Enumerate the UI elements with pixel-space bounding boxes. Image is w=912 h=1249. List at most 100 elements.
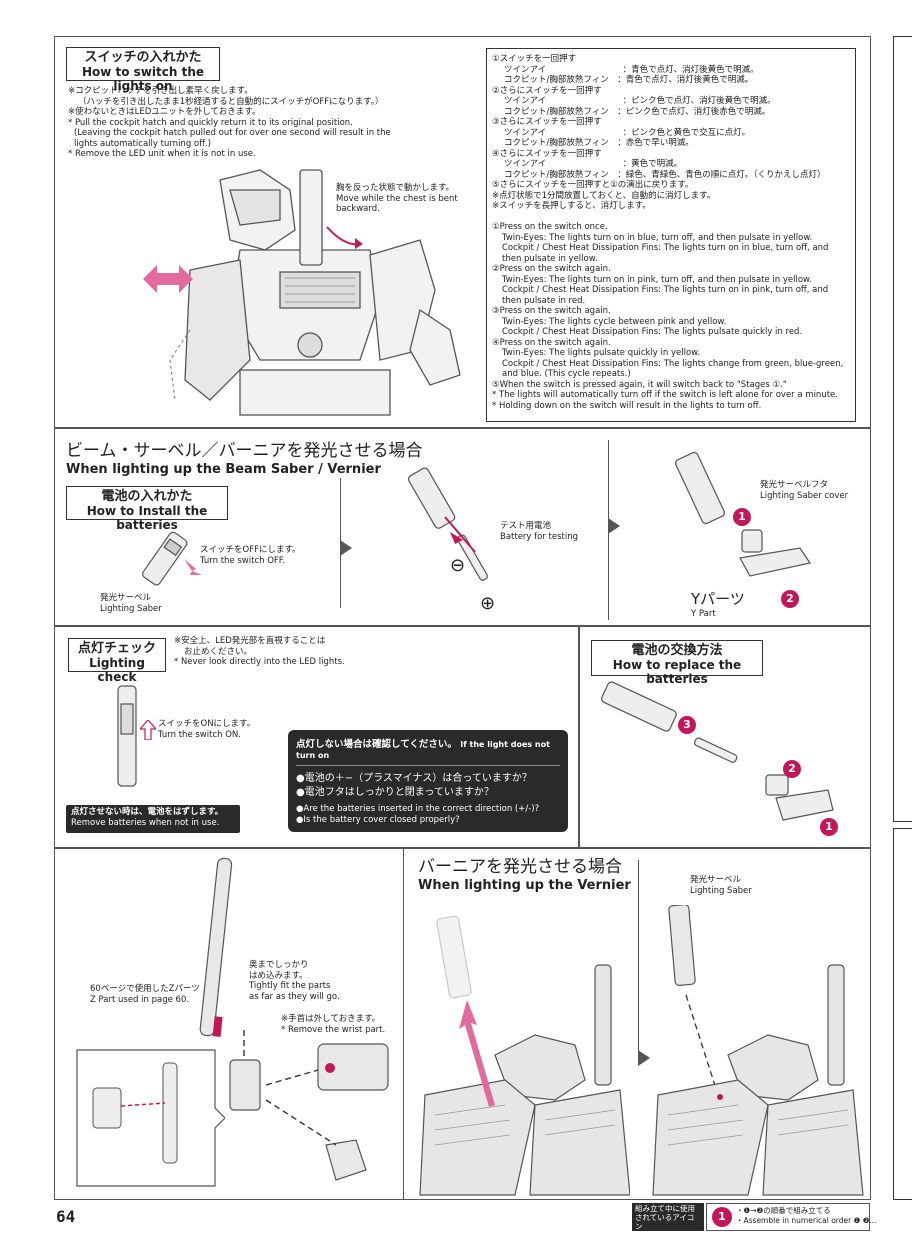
stage-line: then pulsate in yellow. — [502, 253, 598, 264]
stage-line: ②さらにスイッチを一回押す — [492, 85, 602, 96]
switch-up-arrow-icon — [140, 720, 156, 740]
cover-label: 発光サーベルフタ Lighting Saber cover — [760, 480, 860, 501]
switch-note: (Leaving the cockpit hatch pulled out fo… — [74, 128, 391, 138]
symbols-jp: されているアイコン — [635, 1213, 695, 1231]
stage-line: Twin-Eyes: The lights cycle between pink… — [502, 316, 727, 327]
beam-heading-en: When lighting up the Beam Saber / Vernie… — [66, 462, 381, 477]
zpart-label-jp: 60ページで使用したZパーツ — [90, 984, 200, 994]
gundam-chest-illustration — [169, 169, 461, 416]
switch-on-en: Turn the switch ON. — [158, 729, 241, 740]
cover-label-jp: 発光サーベルフタ — [760, 480, 829, 490]
stage-line: Cockpit / Chest Heat Dissipation Fins: T… — [502, 243, 829, 253]
stage-line: コクピット/胸部放熱フィン ：緑色、青緑色、青色の順に点灯。（くりかえし点灯） — [504, 169, 826, 180]
stages-jp: ①スイッチを一回押す ツインアイ ：青色で点灯、消灯後黄色で明滅。 コクピット/… — [492, 54, 854, 212]
beam-section — [54, 428, 871, 626]
symbols-jp: 組み立て中に使用 — [635, 1204, 695, 1213]
switch-off-en: Turn the switch OFF. — [200, 555, 286, 566]
wrist-note-en: * Remove the wrist part. — [281, 1024, 386, 1035]
vernier-saber-jp: 発光サーベル — [690, 875, 742, 885]
troubleshoot-item: ●電池フタはしっかりと閉まっていますか？ — [296, 787, 494, 798]
stage-line: ⑤When the switch is pressed again, it wi… — [492, 379, 787, 390]
switch-title-en: How to switch the lights on — [81, 65, 205, 93]
saber-label-en: Lighting Saber — [100, 603, 162, 614]
saber-cover-illustration — [675, 451, 811, 577]
vernier-heading-jp: バーニアを発光させる場合 — [418, 857, 622, 877]
replace-title-en: How to replace the batteries — [612, 658, 742, 686]
ypart-label-jp: Yパーツ — [691, 590, 745, 608]
next-page-edge — [893, 36, 912, 822]
saber-label: 発光サーベル Lighting Saber — [100, 593, 162, 614]
curved-arrow-icon — [326, 226, 363, 249]
stage-line: コクピット/胸部放熱フィン ：ピンク色で点灯、消灯後赤色で明滅。 — [504, 106, 771, 117]
lighting-saber-illustration — [142, 531, 188, 586]
replace-battery-illustration — [601, 681, 834, 821]
wrist-note: ※手首は外しておきます。 * Remove the wrist part. — [281, 1014, 385, 1035]
test-battery-jp: テスト用電池 — [500, 521, 552, 531]
saber-label-jp: 発光サーベル — [100, 593, 152, 603]
page-number: 64 — [56, 1207, 76, 1226]
check-title-box: 点灯チェック Lighting check — [68, 638, 166, 684]
vernier-saber-en: Lighting Saber — [690, 885, 752, 896]
stage-line: ツインアイ ：青色で点灯、消灯後黄色で明滅。 — [504, 64, 759, 75]
zpart-label-en: Z Part used in page 60. — [90, 994, 190, 1005]
beam-heading-jp: ビーム・サーベル／バーニアを発光させる場合 — [66, 441, 423, 461]
switch-notes: ※コクピットハッチを引き出し素早く戻します。 （ハッチを引き出したまま1秒経過す… — [68, 86, 448, 160]
symbols-en: Symbols used in instructions — [635, 1232, 685, 1248]
stage-line: コクピット/胸部放熱フィン ：赤色で早い明滅。 — [504, 138, 694, 148]
check-warning-en: * Never look directly into the LED light… — [174, 657, 345, 667]
vernier-saber-label: 発光サーベル Lighting Saber — [690, 875, 752, 896]
troubleshoot-box: 点灯しない場合は確認してください。 If the light does not … — [288, 730, 568, 832]
fit-note-en: as far as they will go. — [249, 991, 340, 1002]
test-battery-label: テスト用電池 Battery for testing — [500, 521, 578, 542]
switch-arrow-icon — [184, 559, 202, 575]
gundam-vernier-before-illustration — [419, 915, 630, 1196]
stages-box — [486, 48, 856, 422]
order-badge-icon: 1 — [712, 1207, 732, 1227]
replace-title-box: 電池の交換方法 How to replace the batteries — [591, 640, 763, 686]
switch-section — [54, 36, 871, 428]
battery-title-jp: 電池の入れかた — [101, 489, 193, 504]
wrist-note-jp: ※手首は外しておきます。 — [281, 1014, 381, 1024]
stage-line: ③Press on the switch again. — [492, 306, 611, 316]
troubleshoot-item: ●Is the battery cover closed properly? — [296, 814, 460, 825]
stage-line: * The lights will automatically turn off… — [492, 390, 838, 400]
step-badge-1: 1 — [820, 818, 838, 836]
switch-note: ※コクピットハッチを引き出し素早く戻します。 — [68, 86, 253, 96]
order-legend-jp: ・❶→❷の順番で組み立てる — [736, 1206, 831, 1215]
switch-note: * Remove the LED unit when it is not in … — [68, 149, 256, 159]
replace-section — [579, 626, 871, 848]
switch-note: lights automatically turning off.) — [74, 138, 211, 149]
divider — [638, 860, 639, 1060]
check-warning: ※安全上、LED発光部を直視することは お止めください。 * Never loo… — [174, 636, 394, 668]
stage-line: then pulsate in red. — [502, 295, 586, 306]
stage-line: ①Press on the switch once. — [492, 222, 608, 232]
step-arrow-icon — [638, 1050, 650, 1066]
double-arrow-icon — [143, 265, 193, 293]
replace-title-jp: 電池の交換方法 — [631, 643, 723, 658]
stage-line: and blue. (This cycle repeats.) — [502, 369, 631, 379]
battery-insert-illustration — [407, 467, 488, 581]
battery-title-en: How to Install the batteries — [86, 504, 208, 532]
step-arrow-icon — [608, 518, 620, 534]
stage-line: コクピット/胸部放熱フィン ：青色で点灯、消灯後黄色で明滅。 — [504, 75, 754, 85]
zoom-balloon — [76, 1049, 225, 1187]
stage-line: Cockpit / Chest Heat Dissipation Fins: T… — [502, 358, 844, 369]
switch-note: ※使わないときはLEDユニットを外しておきます。 — [68, 107, 261, 117]
stage-line: ⑤さらにスイッチを一回押すと①の演出に戻ります。 — [492, 180, 694, 190]
check-section — [54, 626, 579, 848]
remove-battery-en: Remove batteries when not in use. — [71, 817, 220, 828]
stage-line: ③さらにスイッチを一回押す — [492, 117, 602, 127]
fit-note-jp: はめ込みます。 — [249, 970, 308, 981]
switch-title-jp: スイッチの入れかた — [84, 50, 202, 65]
vernier-section — [54, 848, 871, 1200]
plus-icon: ⊕ — [480, 593, 496, 614]
stage-line: ②Press on the switch again. — [492, 264, 611, 274]
step-badge-2: 2 — [783, 760, 801, 778]
symbols-legend-box — [706, 1203, 870, 1231]
test-battery-en: Battery for testing — [500, 531, 579, 542]
step-badge-3: 3 — [678, 716, 696, 734]
minus-icon: ⊖ — [450, 555, 466, 576]
switch-title-box: スイッチの入れかた How to switch the lights on — [66, 47, 220, 93]
stage-line: Twin-Eyes: The lights pulsate quickly in… — [502, 348, 701, 358]
ypart-label: Yパーツ Y Part — [691, 588, 745, 620]
